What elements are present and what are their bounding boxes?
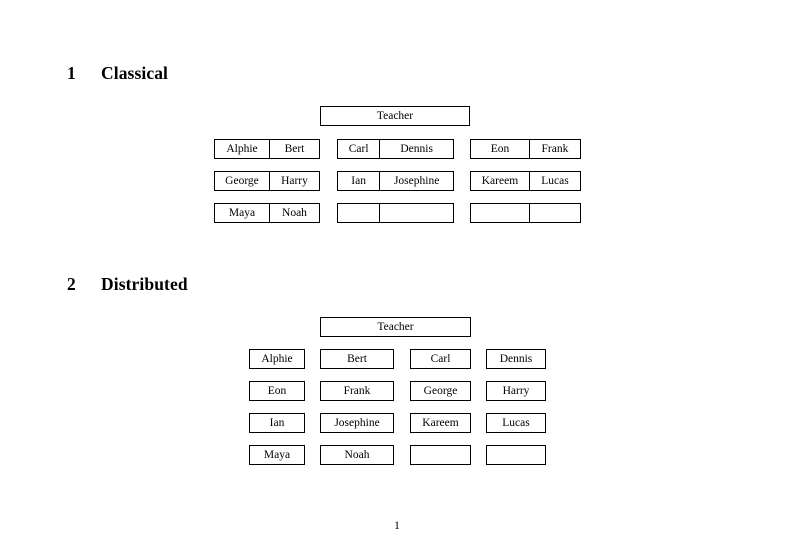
student-cell: Lucas (528, 172, 580, 190)
student-pair-row: Eon Frank (470, 139, 581, 159)
student-box: Maya (249, 445, 305, 465)
student-cell: Frank (528, 140, 580, 158)
student-pair-row: Maya Noah (214, 203, 320, 223)
student-box: Harry (486, 381, 546, 401)
student-box: Josephine (320, 413, 394, 433)
student-cell: Bert (268, 140, 319, 158)
student-cell: George (225, 175, 259, 187)
student-cell-empty (471, 204, 529, 222)
section-title: Distributed (101, 274, 188, 294)
student-box-empty (410, 445, 471, 465)
student-cell: Alphie (226, 143, 258, 155)
student-box: Frank (320, 381, 394, 401)
student-box: Kareem (410, 413, 471, 433)
student-box: Lucas (486, 413, 546, 433)
student-cell: Josephine (379, 172, 453, 190)
student-box: George (410, 381, 471, 401)
student-box: Alphie (249, 349, 305, 369)
student-cell: Maya (228, 207, 256, 219)
student-cell: Dennis (379, 140, 453, 158)
student-cell: Harry (268, 172, 319, 190)
student-pair-row: Alphie Bert (214, 139, 320, 159)
student-box: Carl (410, 349, 471, 369)
student-pair-row: Ian Josephine (337, 171, 454, 191)
student-pair-row: George Harry (214, 171, 320, 191)
student-cell-empty (338, 204, 379, 222)
page-number: 1 (394, 520, 400, 532)
student-cell: Noah (268, 204, 319, 222)
teacher-box-distributed: Teacher (320, 317, 471, 337)
student-box: Dennis (486, 349, 546, 369)
student-box: Ian (249, 413, 305, 433)
student-cell: Carl (348, 143, 369, 155)
student-pair-row: Carl Dennis (337, 139, 454, 159)
section-number: 1 (67, 63, 76, 83)
teacher-box-classical: Teacher (320, 106, 470, 126)
section-number: 2 (67, 274, 76, 294)
student-cell-empty (528, 204, 580, 222)
student-box-empty (486, 445, 546, 465)
student-cell: Eon (490, 143, 510, 155)
student-box: Bert (320, 349, 394, 369)
student-pair-row-empty (470, 203, 581, 223)
student-cell-empty (379, 204, 453, 222)
student-box: Noah (320, 445, 394, 465)
student-box: Eon (249, 381, 305, 401)
student-pair-row: Kareem Lucas (470, 171, 581, 191)
section-title: Classical (101, 63, 169, 83)
student-cell: Kareem (481, 175, 519, 187)
student-pair-row-empty (337, 203, 454, 223)
student-cell: Ian (351, 175, 366, 187)
